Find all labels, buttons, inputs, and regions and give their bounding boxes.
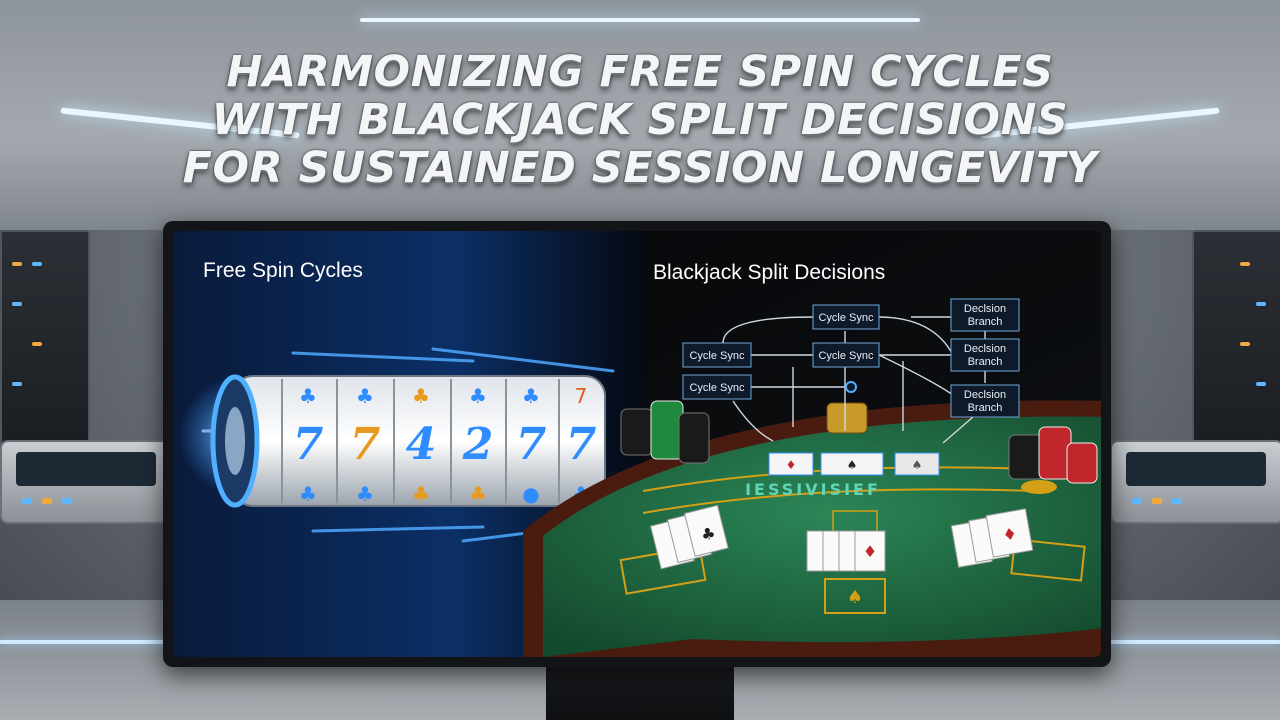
floor-light-left bbox=[0, 640, 260, 644]
console-key bbox=[1132, 498, 1142, 504]
svg-text:♠: ♠ bbox=[912, 458, 923, 472]
headline-line-1: HARMONIZING FREE SPIN CYCLES bbox=[226, 47, 1054, 97]
svg-text:♣: ♣ bbox=[412, 482, 430, 506]
monitor-stand bbox=[546, 664, 734, 720]
reel-symbol-6: 7 bbox=[566, 419, 597, 470]
rack-led bbox=[12, 262, 22, 266]
svg-text:♣: ♣ bbox=[299, 384, 317, 408]
svg-text:♣: ♣ bbox=[469, 482, 487, 506]
free-spin-cycles-title: Free Spin Cycles bbox=[203, 259, 363, 282]
rack-led bbox=[12, 302, 22, 306]
blackjack-table: IESSIVISIEF ♠ ♦ ♠ ♠ ♣ bbox=[523, 400, 1101, 657]
flow-node-decision-2-line-2: Branch bbox=[968, 356, 1003, 368]
headline: HARMONIZING FREE SPIN CYCLES WITH BLACKJ… bbox=[40, 48, 1240, 192]
slot-reel: ♣ ♣ ♣ ♣ ♣ 7 ♣ ♣ ♣ ♣ ● ♣ 7 7 4 bbox=[210, 374, 606, 508]
console-key bbox=[22, 498, 32, 504]
blackjack-split-decisions-title: Blackjack Split Decisions bbox=[653, 261, 886, 284]
flow-node-decision-1-line-1: Declsion bbox=[964, 303, 1006, 315]
svg-text:♣: ♣ bbox=[469, 384, 487, 408]
svg-text:♣: ♣ bbox=[356, 482, 374, 506]
rack-led bbox=[1240, 342, 1250, 346]
svg-text:♠: ♠ bbox=[847, 587, 863, 608]
svg-text:♣: ♣ bbox=[699, 523, 718, 545]
flow-node-decision-2-line-1: Declsion bbox=[964, 343, 1006, 355]
server-rack-left bbox=[0, 230, 90, 444]
svg-text:♣: ♣ bbox=[299, 482, 317, 506]
svg-text:♦: ♦ bbox=[863, 542, 877, 561]
ceiling-light-center bbox=[360, 18, 920, 22]
control-console-right bbox=[1110, 440, 1280, 524]
reel-symbol-4: 2 bbox=[462, 419, 494, 470]
rack-led bbox=[12, 382, 22, 386]
rack-led bbox=[1240, 262, 1250, 266]
rack-led bbox=[32, 342, 42, 346]
server-rack-right bbox=[1192, 230, 1280, 444]
headline-line-3: FOR SUSTAINED SESSION LONGEVITY bbox=[182, 143, 1098, 193]
decision-flowchart: Cycle Sync Cycle Sync Cycle Sync Cycle S… bbox=[682, 298, 1020, 444]
svg-text:♦: ♦ bbox=[786, 458, 797, 472]
svg-text:♣: ♣ bbox=[522, 384, 540, 408]
reel-symbol-2: 7 bbox=[350, 419, 381, 470]
svg-text:♦: ♦ bbox=[1001, 524, 1018, 545]
rack-led bbox=[32, 262, 42, 266]
table-arc-text: IESSIVISIEF bbox=[745, 480, 881, 499]
flow-node-cycle-sync-4: Cycle Sync bbox=[689, 382, 745, 394]
control-console-left bbox=[0, 440, 174, 524]
console-key bbox=[1152, 498, 1162, 504]
reel-symbol-3: 4 bbox=[406, 419, 437, 470]
headline-line-2: WITH BLACKJACK SPLIT DECISIONS bbox=[211, 95, 1069, 145]
console-screen bbox=[1126, 452, 1266, 486]
reel-symbol-5: 7 bbox=[516, 419, 547, 470]
rack-led bbox=[1256, 382, 1266, 386]
monitor-screen: ♣ ♣ ♣ ♣ ♣ 7 ♣ ♣ ♣ ♣ ● ♣ 7 7 4 bbox=[173, 231, 1101, 657]
flow-node-cycle-sync-1: Cycle Sync bbox=[818, 312, 874, 324]
svg-text:7: 7 bbox=[575, 384, 588, 408]
flow-node-cycle-sync-3: Cycle Sync bbox=[818, 350, 874, 362]
flow-node-cycle-sync-2: Cycle Sync bbox=[689, 350, 745, 362]
flow-node-decision-3-line-2: Branch bbox=[968, 402, 1003, 414]
screen-artwork: ♣ ♣ ♣ ♣ ♣ 7 ♣ ♣ ♣ ♣ ● ♣ 7 7 4 bbox=[173, 231, 1101, 657]
floor-light-right bbox=[1020, 640, 1280, 644]
svg-text:♣: ♣ bbox=[356, 384, 374, 408]
rack-led bbox=[1256, 302, 1266, 306]
chip-stacks bbox=[620, 400, 1098, 494]
console-key bbox=[62, 498, 72, 504]
console-key bbox=[1172, 498, 1182, 504]
room-ceiling bbox=[0, 0, 1280, 230]
console-screen bbox=[16, 452, 156, 486]
reel-symbol-1: 7 bbox=[293, 419, 324, 470]
svg-text:●: ● bbox=[522, 482, 539, 506]
flow-node-decision-3-line-1: Declsion bbox=[964, 389, 1006, 401]
flow-node-decision-1-line-2: Branch bbox=[968, 316, 1003, 328]
svg-text:♠: ♠ bbox=[847, 458, 858, 472]
svg-text:♣: ♣ bbox=[412, 384, 430, 408]
console-key bbox=[42, 498, 52, 504]
curved-monitor: ♣ ♣ ♣ ♣ ♣ 7 ♣ ♣ ♣ ♣ ● ♣ 7 7 4 bbox=[163, 221, 1111, 667]
